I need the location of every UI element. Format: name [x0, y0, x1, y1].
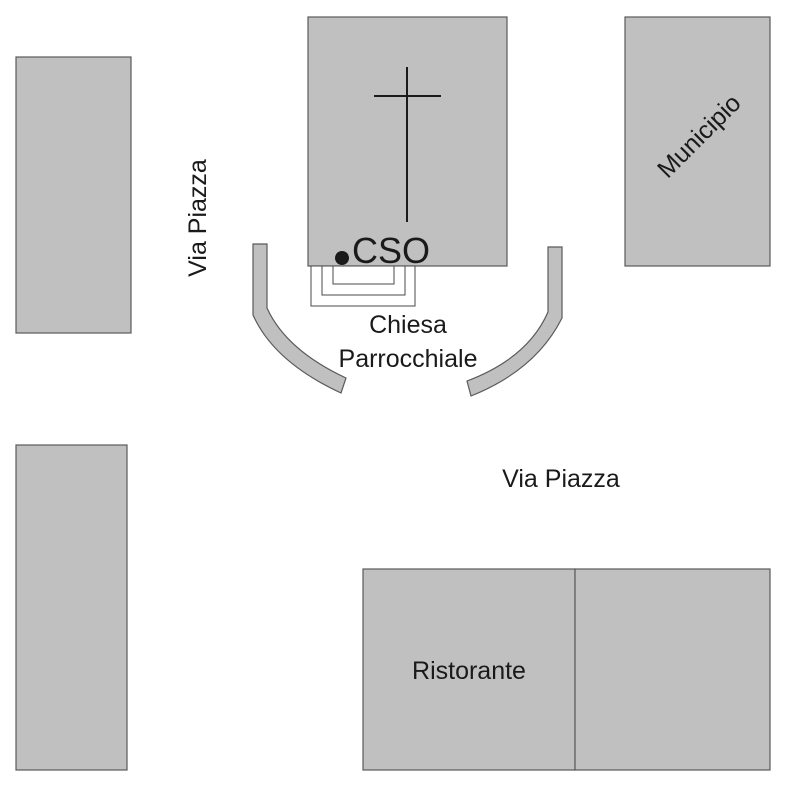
church-step-inner — [332, 265, 395, 285]
point-label: CSO — [352, 230, 430, 271]
street-label-horizontal: Via Piazza — [502, 465, 620, 493]
cross-icon — [374, 67, 441, 222]
church-label-line1: Chiesa — [369, 311, 447, 339]
dot-marker-icon — [335, 251, 349, 265]
street-label-vertical: Via Piazza — [184, 159, 212, 277]
restaurant-label: Ristorante — [412, 657, 526, 685]
town-hall-building — [624, 16, 771, 267]
square-wall-left — [252, 243, 347, 394]
building-east-lower — [574, 568, 771, 771]
building-west-lower — [15, 444, 128, 771]
square-wall-right — [466, 246, 563, 397]
church-label-line2: Parrocchiale — [339, 345, 478, 373]
restaurant-building — [362, 568, 576, 771]
building-west-upper — [15, 56, 132, 334]
